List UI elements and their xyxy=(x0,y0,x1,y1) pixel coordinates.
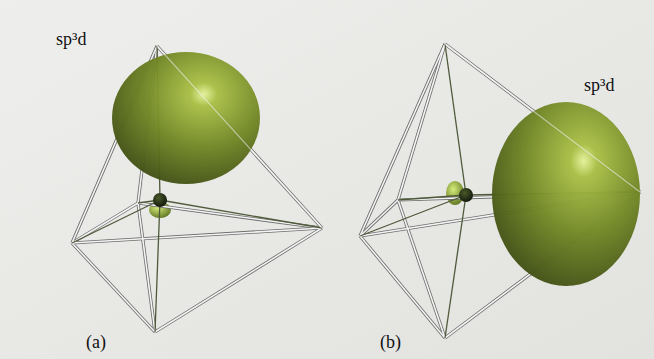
bond-axis xyxy=(398,195,466,200)
bond-axis xyxy=(160,200,322,228)
frame-edge xyxy=(360,236,445,338)
frame-edge xyxy=(138,203,155,332)
central-atom xyxy=(153,193,167,207)
frame-edge xyxy=(72,243,155,332)
frame-edge xyxy=(398,200,445,338)
orbital-label: sp³d xyxy=(584,76,614,96)
frame-edge xyxy=(360,44,445,236)
frame-edge xyxy=(72,203,138,243)
orbital-label: sp³d xyxy=(56,30,86,50)
frame-edge xyxy=(72,228,322,243)
frame-edge xyxy=(398,44,445,200)
frame-edge xyxy=(138,203,322,228)
frame-edge xyxy=(155,228,322,332)
frame-edge xyxy=(72,228,322,243)
bipyramid-b xyxy=(360,44,640,338)
hybrid-lobe xyxy=(112,52,260,184)
frame-edge xyxy=(72,243,155,332)
frame-edge xyxy=(157,46,322,228)
frame-edge xyxy=(138,203,322,228)
bond-axis xyxy=(445,44,466,195)
panel-label: (a) xyxy=(86,333,106,353)
frame-edge xyxy=(445,44,640,192)
frame-edge xyxy=(360,44,445,236)
bipyramid-a xyxy=(72,46,322,332)
bond-axis xyxy=(155,200,160,332)
bond-axis xyxy=(360,195,466,236)
frame-edge xyxy=(72,203,138,243)
frame-edge xyxy=(360,200,398,236)
frame-edge xyxy=(398,200,445,338)
panel-label: (b) xyxy=(380,333,401,353)
frame-edge xyxy=(138,203,155,332)
frame-edge xyxy=(398,44,445,200)
bond-axis xyxy=(445,195,466,338)
central-atom xyxy=(459,188,473,202)
frame-edge xyxy=(360,236,445,338)
bond-axis xyxy=(72,200,160,243)
frame-edge xyxy=(155,228,322,332)
hybrid-lobe xyxy=(492,102,640,286)
